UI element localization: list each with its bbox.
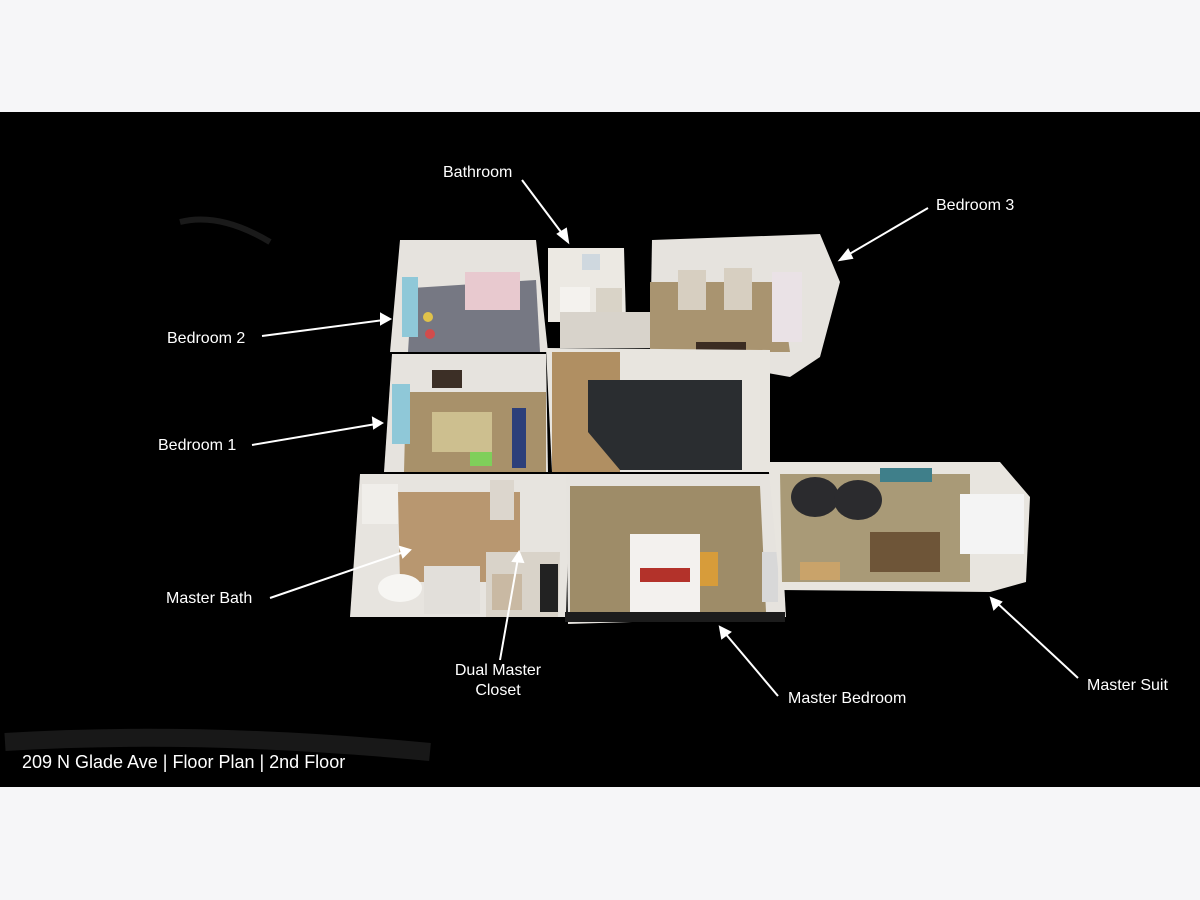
bedroom-2-room xyxy=(390,240,548,352)
label-dual-master-closet: Dual Master Closet xyxy=(448,661,548,701)
floor-plan-3d-render xyxy=(4,179,1079,761)
dual-master-closet-room xyxy=(486,552,560,617)
label-bedroom-2: Bedroom 2 xyxy=(167,330,246,347)
label-dual-master-closet-line2: Closet xyxy=(475,682,521,699)
label-dual-master-closet-line1: Dual Master xyxy=(454,662,542,679)
bedroom-3-room xyxy=(650,234,840,377)
floor-plan-view: Bathroom Bedroom 3 Bedroom 2 Bedroom 1 M… xyxy=(0,112,1200,787)
hallway-stairs xyxy=(546,312,770,472)
label-master-bath: Master Bath xyxy=(166,590,253,607)
master-suit-room xyxy=(768,462,1030,592)
master-bedroom-room xyxy=(565,474,786,624)
floor-plan-caption: 209 N Glade Ave | Floor Plan | 2nd Floor xyxy=(22,752,346,772)
bedroom-1-room xyxy=(384,354,548,472)
bathroom-room xyxy=(548,248,626,322)
label-bedroom-3: Bedroom 3 xyxy=(936,197,1015,214)
label-bathroom: Bathroom xyxy=(443,164,513,181)
label-master-suit: Master Suit xyxy=(1087,677,1168,694)
label-master-bedroom: Master Bedroom xyxy=(788,690,907,707)
label-bedroom-1: Bedroom 1 xyxy=(158,437,237,454)
pointer-arrows xyxy=(251,179,1079,697)
